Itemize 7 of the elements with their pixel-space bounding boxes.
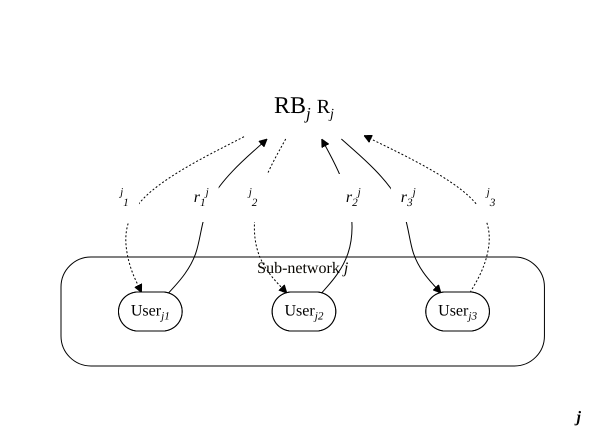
node-text: RB$_{j}$	[274, 93, 310, 123]
arrow	[125, 136, 244, 293]
arrow	[363, 135, 490, 293]
arrow	[340, 138, 442, 294]
arrow	[168, 138, 268, 294]
corner-label: j	[576, 409, 581, 426]
node-label: R$_{j}$	[316, 96, 334, 122]
